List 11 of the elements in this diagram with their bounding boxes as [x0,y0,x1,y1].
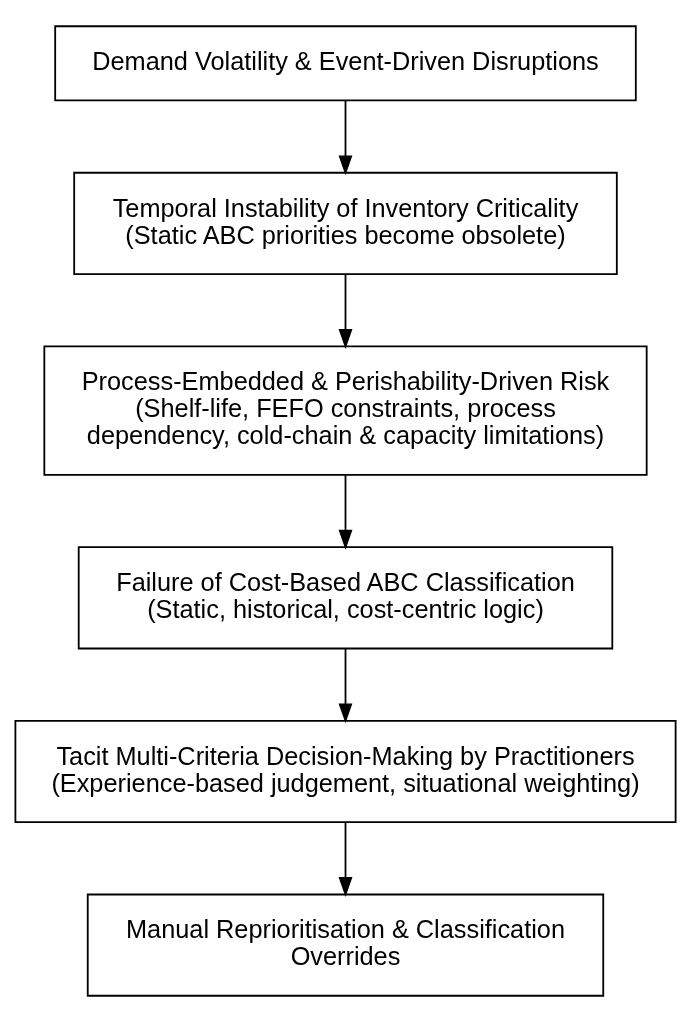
node-box: Failure of Cost-Based ABC Classification (Static, historical, cost-centric logic) [77,545,614,649]
arrow [338,99,353,175]
node-box: Temporal Instability of Inventory Criticality (Static ABC priorities become obsolete) [73,171,618,275]
node-box: Tacit Multi-Criteria Decision-Making by Practitioners (Experience-based judgement, situational weighting) [14,719,677,823]
node-box: Demand Volatility & Event-Driven Disruptions [54,24,637,101]
arrow [338,273,353,349]
arrow [338,647,353,723]
node-box: Manual Reprioritisation & Classification Overrides [86,893,605,997]
node-box: Process-Embedded & Perishability-Driven Risk (Shelf-life, FEFO constraints, process dependency, cold-chain & capacity limitations) [43,345,648,476]
arrow [338,821,353,897]
arrow [338,473,353,550]
